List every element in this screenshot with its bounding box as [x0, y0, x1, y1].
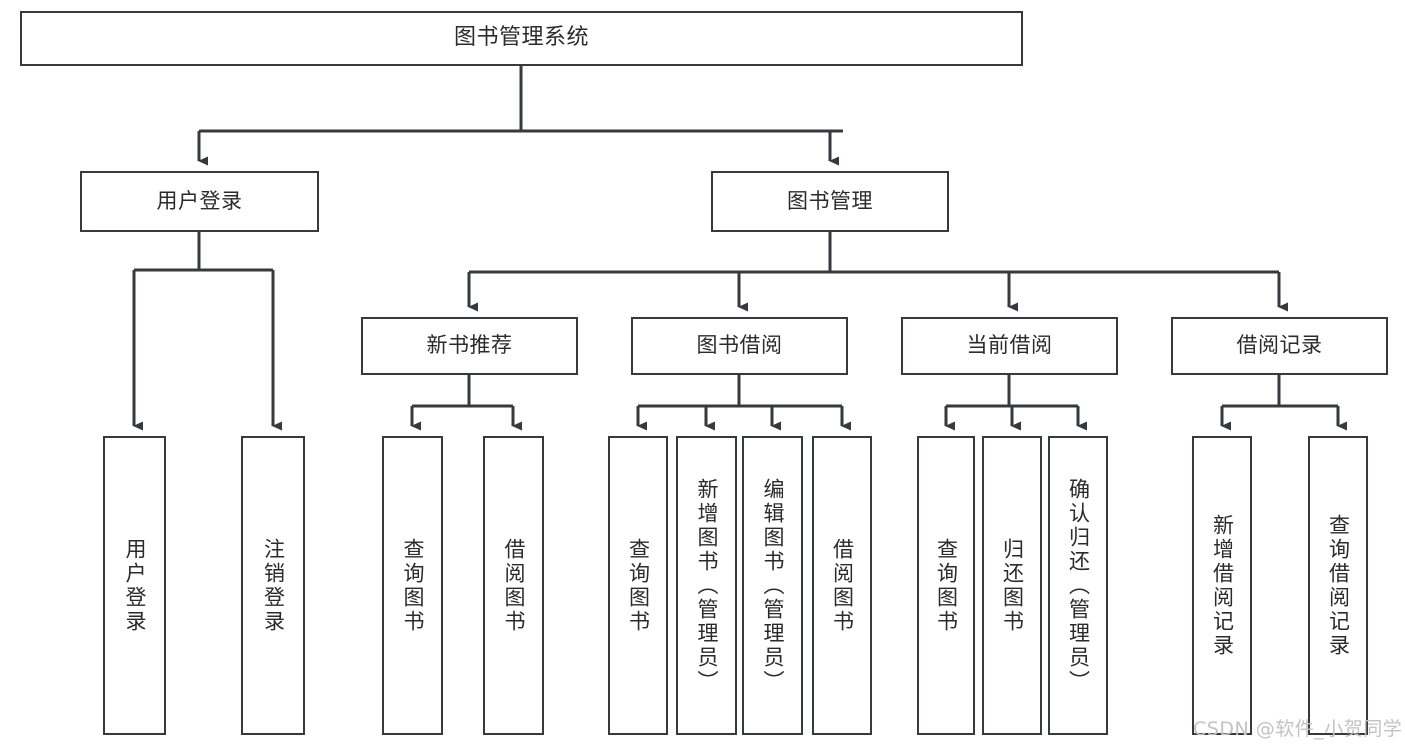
leaf-record-query[interactable]: 查询借阅记录 [1308, 436, 1368, 735]
node-book-borrow[interactable]: 图书借阅 [631, 317, 848, 375]
leaf-borrow-edit-book[interactable]: 编辑图书（管理员） [742, 436, 803, 735]
leaf-user-login-signout[interactable]: 注销登录 [241, 436, 305, 735]
node-root-label: 图书管理系统 [453, 25, 589, 51]
leaf-current-confirm-return-label: 确认归还（管理员） [1066, 477, 1091, 694]
node-book-borrow-label: 图书借阅 [696, 333, 783, 358]
node-user-login-label: 用户登录 [156, 188, 243, 213]
node-borrow-record[interactable]: 借阅记录 [1171, 317, 1388, 375]
leaf-current-return-book[interactable]: 归还图书 [982, 436, 1042, 735]
leaf-user-login-signin[interactable]: 用户登录 [103, 436, 166, 735]
leaf-current-return-book-label: 归还图书 [1000, 537, 1025, 634]
node-current-borrow-label: 当前借阅 [966, 333, 1053, 358]
leaf-borrow-add-book[interactable]: 新增图书（管理员） [676, 436, 737, 735]
leaf-record-add-label: 新增借阅记录 [1210, 513, 1235, 658]
leaf-user-login-signout-label: 注销登录 [261, 537, 286, 634]
node-root[interactable]: 图书管理系统 [20, 11, 1023, 66]
leaf-borrow-borrow-book[interactable]: 借阅图书 [812, 436, 872, 735]
leaf-new-book-query[interactable]: 查询图书 [382, 436, 443, 735]
leaf-user-login-signin-label: 用户登录 [123, 537, 147, 634]
node-current-borrow[interactable]: 当前借阅 [901, 317, 1118, 375]
leaf-current-query-book-label: 查询图书 [934, 537, 959, 634]
node-book-manage-label: 图书管理 [787, 188, 873, 213]
node-new-book-recommend[interactable]: 新书推荐 [361, 317, 578, 375]
watermark-text: CSDN @软件_小贺同学 [1193, 718, 1403, 740]
leaf-borrow-add-book-label: 新增图书（管理员） [695, 477, 719, 694]
leaf-record-add[interactable]: 新增借阅记录 [1192, 436, 1252, 735]
leaf-new-book-borrow[interactable]: 借阅图书 [483, 436, 544, 735]
leaf-new-book-borrow-label: 借阅图书 [502, 537, 526, 634]
node-new-book-recommend-label: 新书推荐 [426, 333, 513, 358]
leaf-borrow-query-book[interactable]: 查询图书 [608, 436, 668, 735]
node-book-manage[interactable]: 图书管理 [711, 171, 949, 232]
leaf-current-query-book[interactable]: 查询图书 [917, 436, 975, 735]
leaf-borrow-edit-book-label: 编辑图书（管理员） [761, 477, 785, 694]
leaf-new-book-query-label: 查询图书 [401, 537, 425, 634]
leaf-borrow-borrow-book-label: 借阅图书 [830, 537, 855, 634]
node-user-login[interactable]: 用户登录 [80, 171, 319, 232]
leaf-record-query-label: 查询借阅记录 [1326, 513, 1351, 658]
leaf-borrow-query-book-label: 查询图书 [626, 537, 651, 634]
leaf-current-confirm-return[interactable]: 确认归还（管理员） [1048, 436, 1108, 735]
node-borrow-record-label: 借阅记录 [1236, 333, 1323, 358]
